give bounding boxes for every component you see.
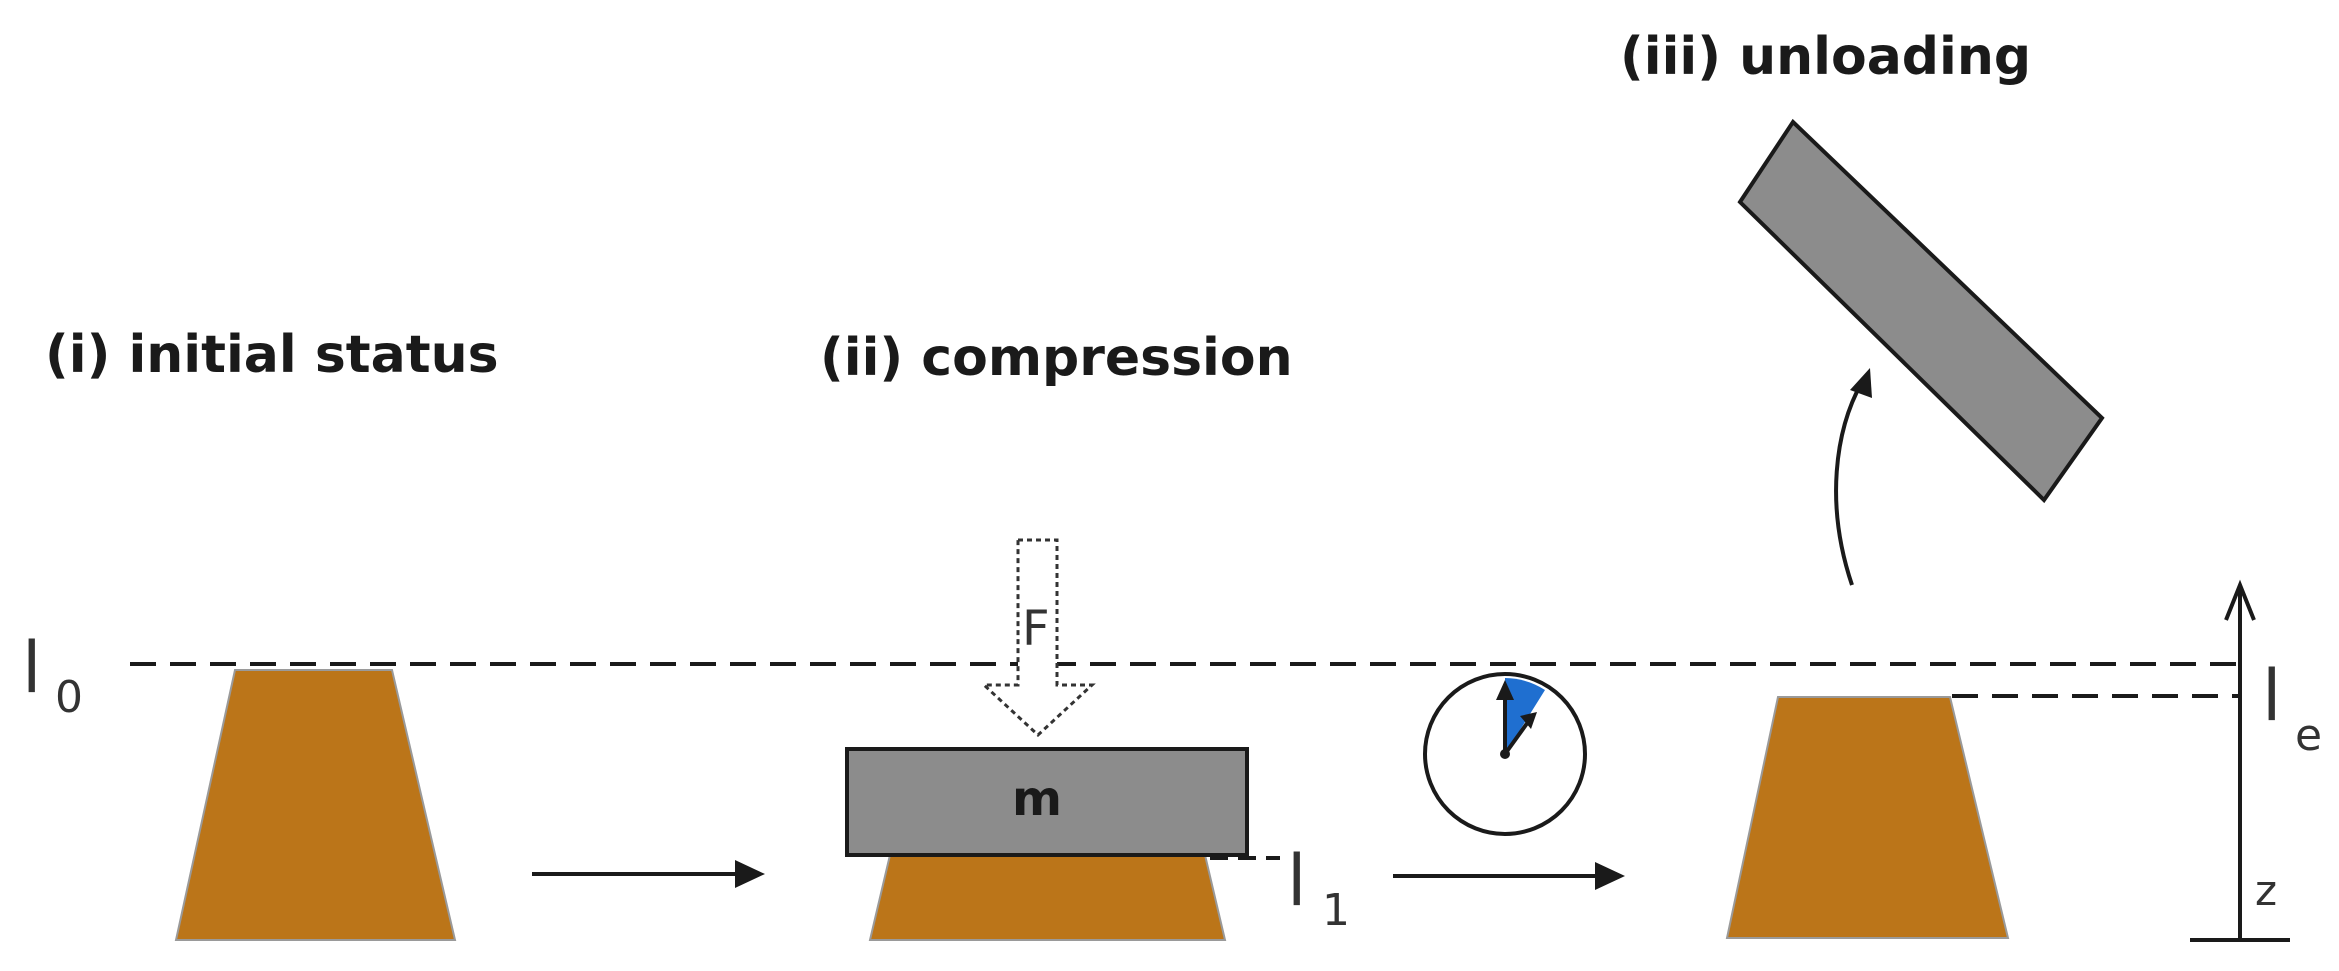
z-axis-label: z [2255,866,2277,915]
l1-symbol: l [1287,840,1306,922]
z-axis-arrow-icon [2224,579,2256,621]
stopwatch-icon [1423,672,1587,836]
sample-recovered [1725,696,2010,939]
mass-label: m [1012,771,1062,827]
sample-compressed [868,854,1227,941]
stage-label-initial: (i) initial status [45,325,499,385]
arrow-right-icon [1595,862,1625,890]
lifted-block [1737,118,2105,504]
stage-label-compression: (ii) compression [820,328,1293,388]
l1-subscript: 1 [1322,885,1350,936]
force-arrow-icon [980,538,1096,738]
l0-symbol: l [22,627,41,709]
stage-label-unloading: (iii) unloading [1620,27,2031,87]
l0-subscript: 0 [55,672,83,723]
lift-arrow-icon [1850,368,1872,398]
le-subscript: e [2295,710,2322,761]
le-symbol: l [2262,655,2281,737]
force-label: F [1022,601,1050,657]
lift-arrow-icon [1834,381,1864,586]
sample-initial [174,669,457,941]
mass-block [845,747,1249,857]
arrow-right-icon [735,860,765,888]
